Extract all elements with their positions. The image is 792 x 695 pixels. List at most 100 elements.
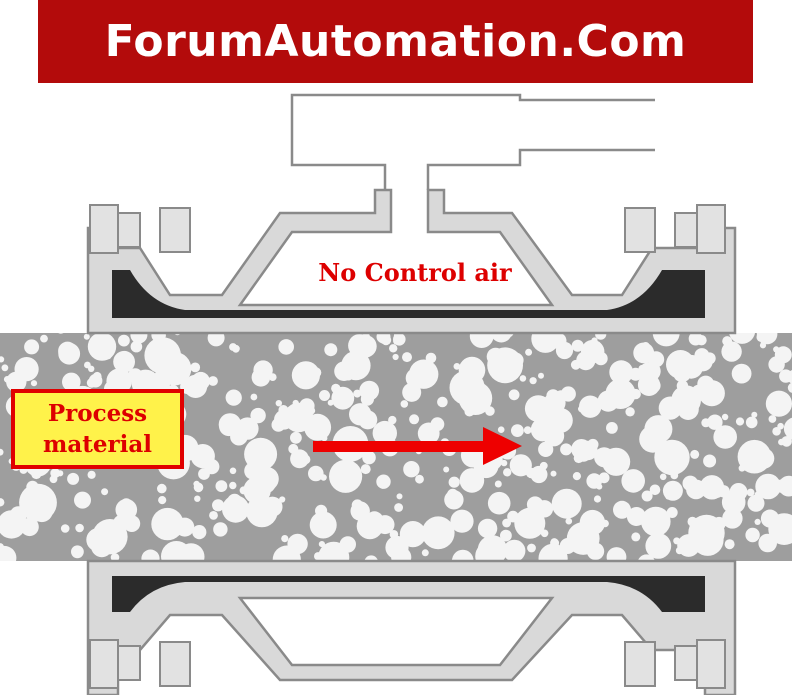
particle: [527, 543, 536, 553]
particle: [591, 337, 598, 344]
particle: [74, 491, 91, 509]
particle: [605, 378, 636, 409]
particle: [586, 542, 605, 560]
particle: [84, 361, 91, 369]
particle: [655, 435, 666, 447]
particle: [402, 352, 412, 363]
particle: [254, 472, 277, 494]
particle: [509, 454, 532, 477]
particle: [772, 427, 781, 436]
particle: [696, 335, 707, 346]
particle: [344, 372, 353, 381]
particle: [275, 400, 282, 407]
particle: [193, 482, 204, 493]
particle: [724, 539, 735, 550]
particle: [576, 351, 596, 371]
particle: [213, 522, 228, 537]
control-air-port: [290, 93, 655, 190]
particle: [246, 495, 278, 528]
particle: [58, 341, 77, 361]
particle: [648, 351, 665, 368]
particle: [141, 549, 160, 561]
particle: [60, 524, 70, 533]
particle: [585, 525, 596, 536]
lower-rubber-sleeve: [112, 576, 705, 612]
particle: [190, 444, 215, 469]
particle: [452, 549, 474, 561]
particle: [309, 511, 337, 539]
particle: [101, 488, 109, 496]
particle: [659, 473, 667, 481]
particle: [319, 390, 330, 401]
particle: [83, 333, 90, 340]
particle: [609, 360, 634, 385]
particle: [649, 484, 661, 496]
particle: [194, 495, 201, 502]
particle: [230, 427, 248, 446]
particle: [399, 521, 426, 548]
particle: [87, 470, 96, 479]
particle: [693, 351, 713, 372]
particle: [631, 532, 641, 542]
particle: [503, 468, 512, 477]
particle: [453, 363, 461, 370]
particle: [783, 515, 792, 524]
particle: [500, 459, 508, 467]
upper-rubber-sleeve: [112, 270, 705, 318]
particle: [507, 510, 519, 523]
control-air-label: No Control air: [318, 258, 512, 287]
particle: [621, 469, 645, 493]
banner-title: ForumAutomation.Com: [104, 16, 687, 67]
particle: [626, 507, 646, 526]
particle: [339, 536, 356, 553]
particle: [787, 526, 792, 534]
particle: [690, 449, 700, 459]
particle: [593, 495, 602, 503]
particle: [595, 333, 607, 340]
particle: [353, 389, 362, 398]
particle: [677, 534, 700, 557]
particle: [634, 508, 641, 515]
particle: [503, 539, 526, 561]
particle: [511, 424, 524, 437]
particle: [652, 333, 680, 347]
particle: [579, 395, 602, 418]
particle: [437, 396, 448, 408]
particle: [523, 426, 532, 434]
particle: [192, 525, 207, 540]
particle: [707, 414, 723, 430]
particle: [477, 518, 498, 539]
particle: [430, 417, 445, 432]
particle: [409, 414, 420, 425]
particle: [396, 493, 403, 500]
particle: [260, 471, 268, 480]
particle: [287, 533, 308, 555]
particle: [637, 373, 661, 396]
particle: [768, 415, 777, 423]
particle: [704, 457, 713, 466]
particle: [215, 480, 228, 492]
particle: [682, 475, 699, 492]
particle: [712, 516, 726, 531]
particle: [673, 537, 681, 545]
particle: [20, 517, 39, 537]
particle: [601, 519, 609, 528]
particle: [759, 342, 767, 349]
particle: [106, 368, 132, 395]
particle: [502, 518, 511, 528]
particle: [576, 538, 588, 550]
particle: [783, 417, 792, 440]
particle: [550, 538, 560, 548]
particle: [190, 362, 201, 373]
particle: [403, 461, 420, 478]
particle: [707, 534, 718, 546]
particle: [244, 437, 278, 471]
particle: [538, 441, 554, 457]
particle: [754, 518, 761, 526]
particle: [253, 360, 273, 380]
particle: [448, 476, 460, 488]
particle: [441, 530, 449, 538]
particle: [349, 403, 372, 426]
particle: [6, 371, 27, 392]
particle: [50, 468, 61, 479]
